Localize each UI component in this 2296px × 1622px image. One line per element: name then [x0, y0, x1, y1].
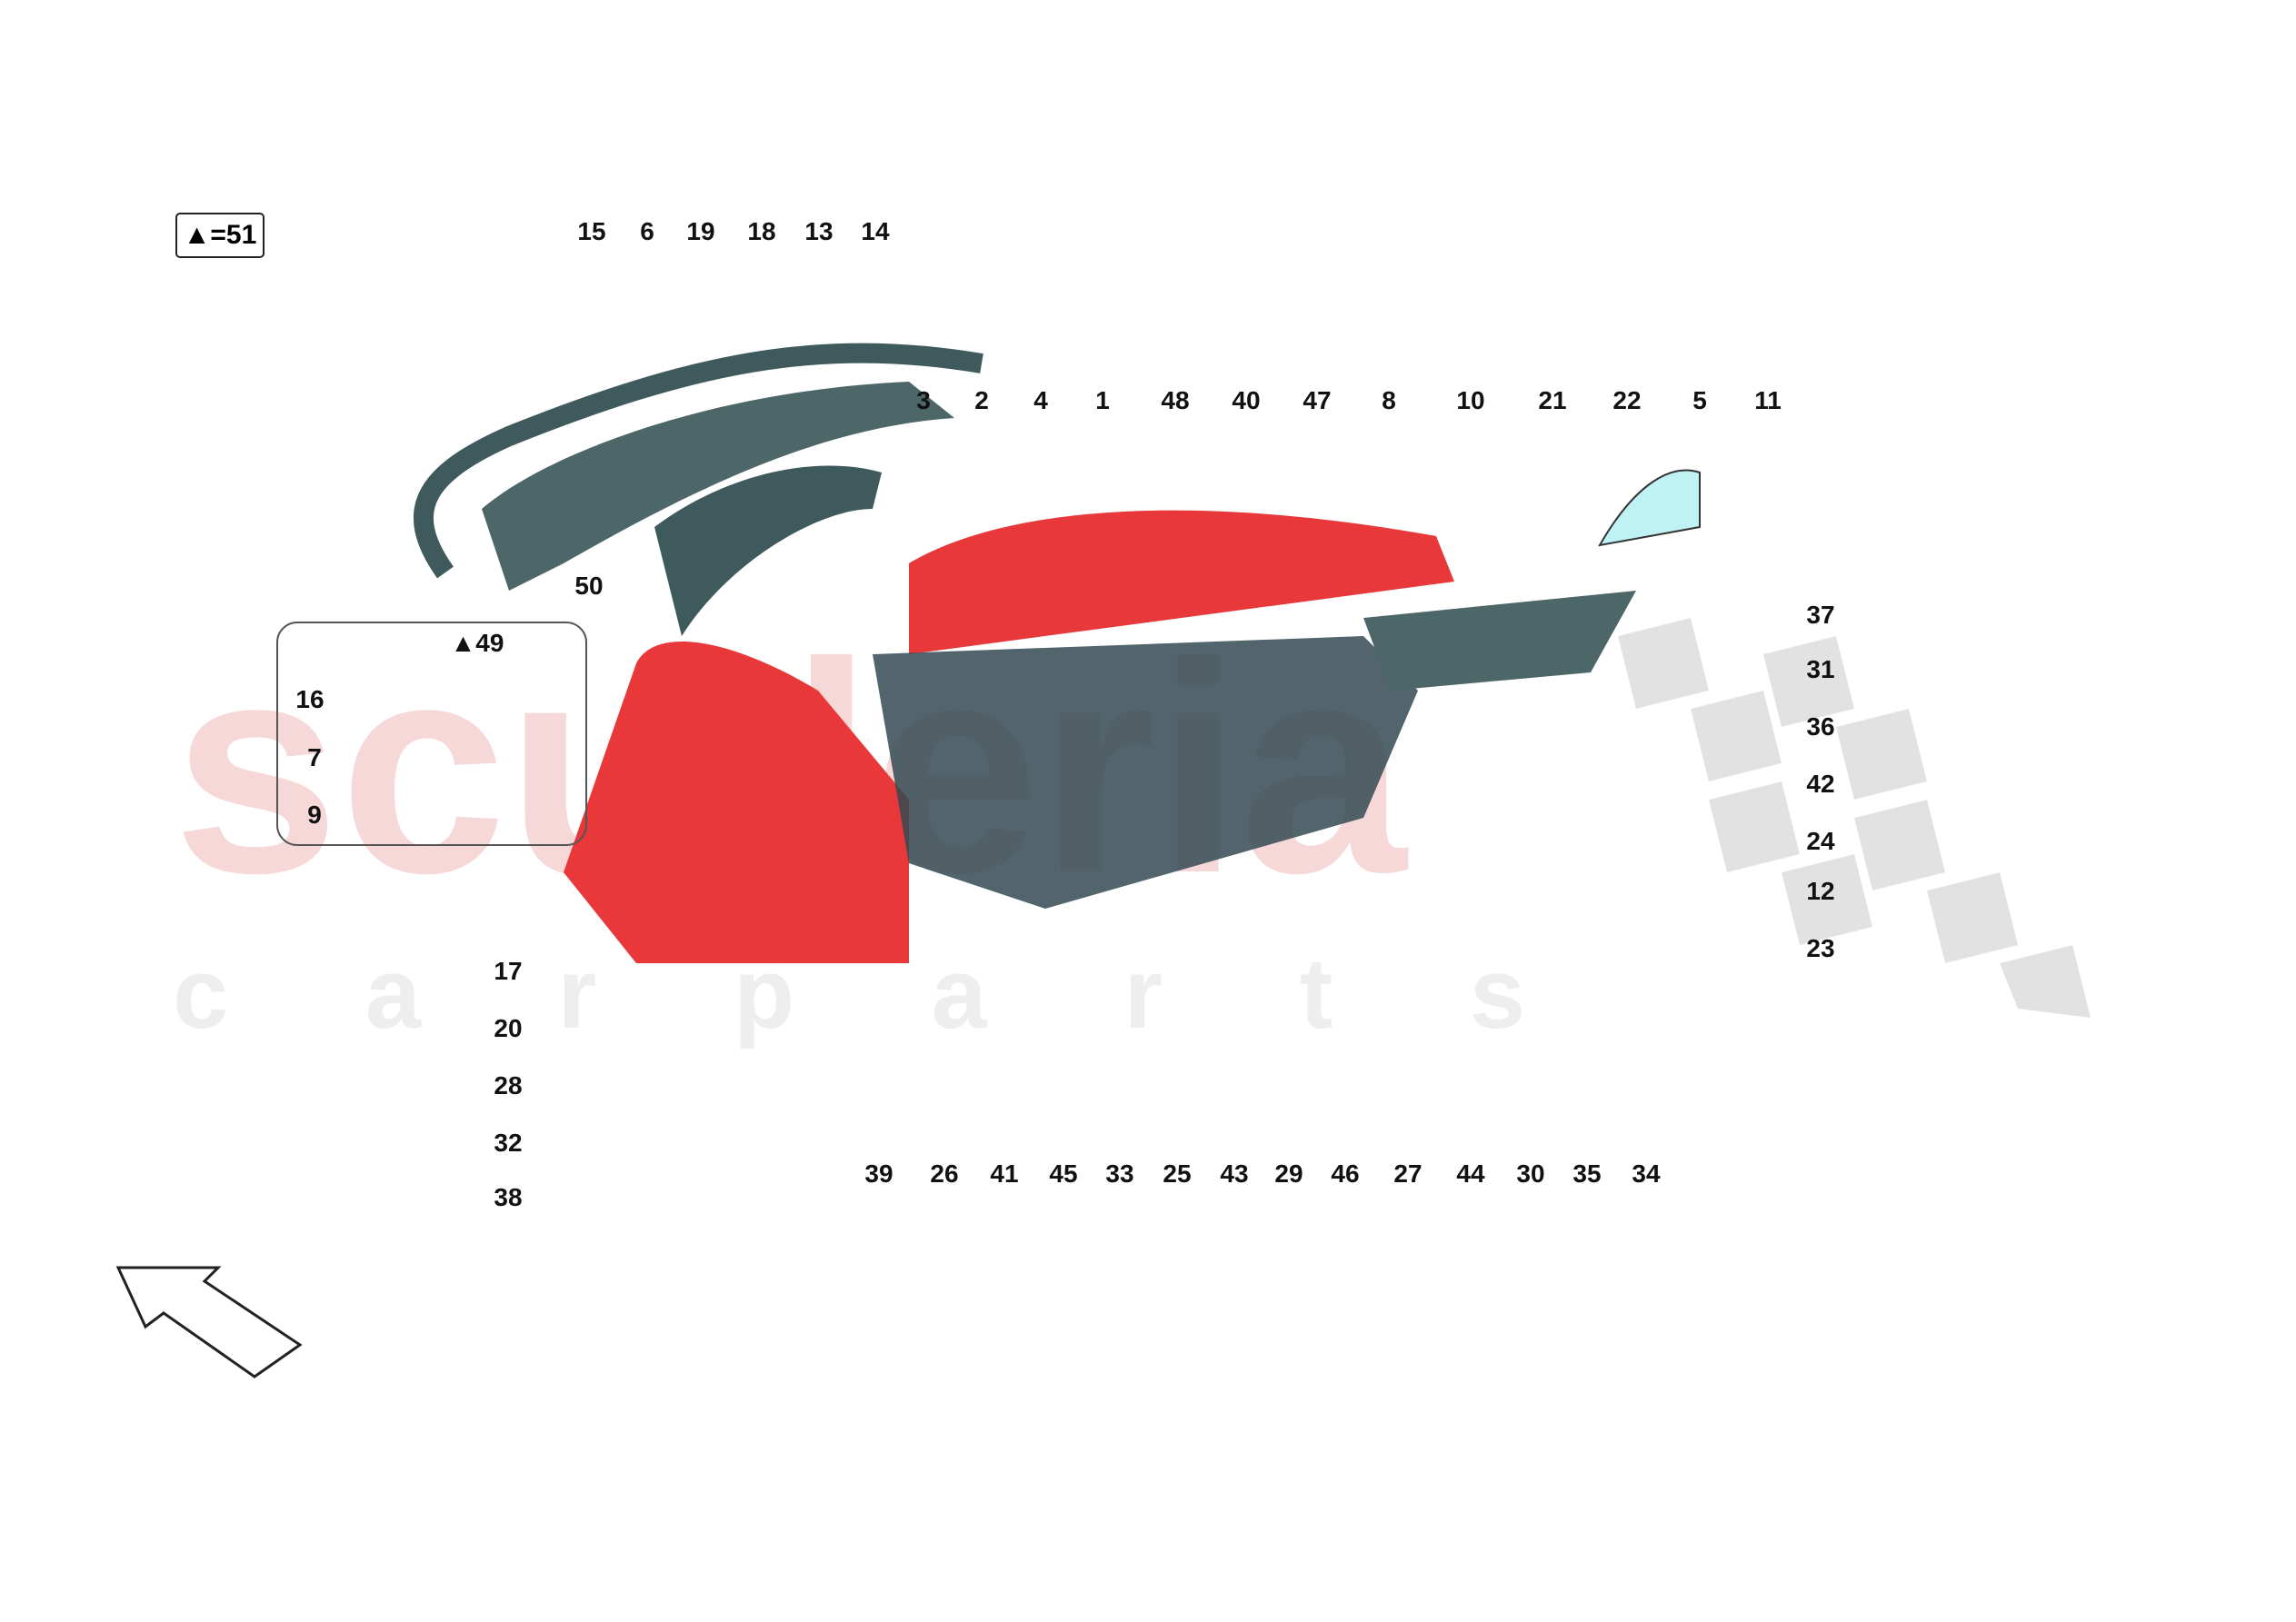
part-callout-32: 32: [494, 1129, 523, 1157]
part-callout-16: 16: [295, 685, 324, 713]
part-callout-47: 47: [1303, 386, 1332, 414]
part-callout-4: 4: [1033, 386, 1048, 414]
part-callout-50: 50: [574, 572, 604, 600]
part-callout-37: 37: [1806, 601, 1835, 629]
part-callout-30: 30: [1516, 1159, 1545, 1188]
part-callout-23: 23: [1806, 934, 1835, 962]
part-callout-12: 12: [1806, 877, 1835, 905]
part-callout-40: 40: [1232, 386, 1261, 414]
part-callout-3: 3: [916, 386, 931, 414]
part-callout-39: 39: [864, 1159, 893, 1188]
part-callout-21: 21: [1538, 386, 1567, 414]
part-callout-9: 9: [307, 801, 322, 829]
part-callout-43: 43: [1220, 1159, 1249, 1188]
part-callout-5: 5: [1692, 386, 1707, 414]
part-callout-10: 10: [1456, 386, 1485, 414]
part-callout-24: 24: [1806, 827, 1835, 855]
part-callout-27: 27: [1393, 1159, 1423, 1188]
part-callout-46: 46: [1331, 1159, 1360, 1188]
part-callout-35: 35: [1572, 1159, 1602, 1188]
part-callout-15: 15: [577, 217, 606, 245]
part-callout-34: 34: [1632, 1159, 1661, 1188]
part-callout-25: 25: [1163, 1159, 1192, 1188]
part-callout-29: 29: [1274, 1159, 1303, 1188]
inset-detail-box: [276, 622, 587, 846]
part-callout-26: 26: [930, 1159, 959, 1188]
part-callout-31: 31: [1806, 655, 1835, 683]
part-callout-8: 8: [1382, 386, 1396, 414]
part-callout-2: 2: [974, 386, 989, 414]
part-callout-41: 41: [990, 1159, 1019, 1188]
direction-arrow-icon: [115, 1266, 303, 1378]
part-callout-44: 44: [1456, 1159, 1485, 1188]
part-callout-6: 6: [640, 217, 654, 245]
part-callout-1: 1: [1095, 386, 1110, 414]
part-callout-20: 20: [494, 1014, 523, 1042]
part-callout-38: 38: [494, 1183, 523, 1211]
part-callout-18: 18: [747, 217, 776, 245]
part-callout-17: 17: [494, 957, 523, 985]
part-callout-48: 48: [1161, 386, 1190, 414]
part-callout-33: 33: [1105, 1159, 1134, 1188]
part-callout-7: 7: [307, 743, 322, 771]
part-callout-42: 42: [1806, 770, 1835, 798]
part-callout-19: 19: [686, 217, 715, 245]
checkered-flag-watermark: [1618, 618, 2091, 1018]
key-legend-box: ▲=51: [175, 213, 265, 258]
part-callout-45: 45: [1049, 1159, 1078, 1188]
part-callout-28: 28: [494, 1071, 523, 1100]
part-callout-22: 22: [1612, 386, 1642, 414]
part-callout-36: 36: [1806, 712, 1835, 741]
inset-label: ▲49: [450, 629, 504, 657]
part-callout-11: 11: [1754, 386, 1782, 414]
part-callout-13: 13: [804, 217, 834, 245]
part-callout-14: 14: [861, 217, 890, 245]
